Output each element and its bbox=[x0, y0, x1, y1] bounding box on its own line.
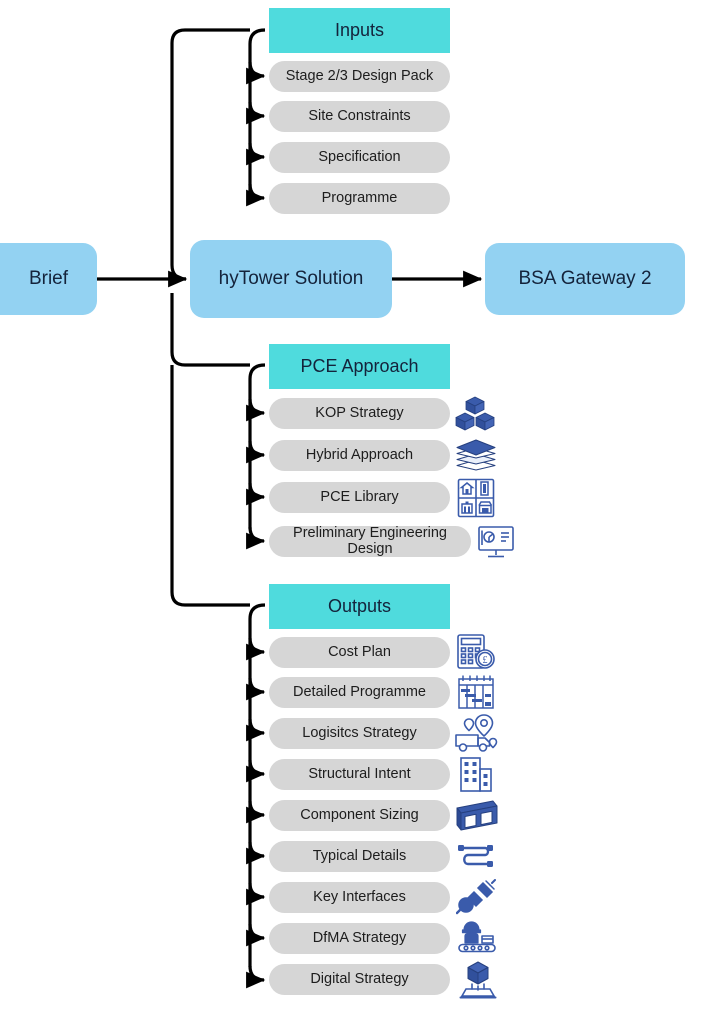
wire-inputs-item-2 bbox=[246, 142, 266, 166]
item-stage-2-3-design-pack[interactable]: Stage 2/3 Design Pack bbox=[269, 61, 450, 92]
wire-pce-item-3 bbox=[246, 526, 266, 550]
item-detailed-programme[interactable]: Detailed Programme bbox=[269, 677, 450, 708]
item-label: PCE Library bbox=[320, 488, 399, 505]
wire-pce-item-1 bbox=[246, 440, 266, 464]
item-kop-strategy[interactable]: KOP Strategy bbox=[269, 398, 450, 429]
node-brief[interactable]: Brief bbox=[0, 243, 97, 315]
item-label: Structural Intent bbox=[308, 765, 411, 782]
item-cost-plan[interactable]: Cost Plan bbox=[269, 637, 450, 668]
item-label: Typical Details bbox=[312, 847, 407, 864]
cable-connector-icon bbox=[456, 842, 498, 872]
wire-inputs-item-1 bbox=[246, 101, 266, 125]
wire-pce-spine bbox=[248, 363, 266, 529]
item-digital-strategy[interactable]: Digital Strategy bbox=[269, 964, 450, 995]
wire-outputs-item-3 bbox=[246, 759, 266, 783]
item-label: Digital Strategy bbox=[310, 970, 409, 987]
svg-text:£: £ bbox=[483, 655, 488, 666]
item-label: Stage 2/3 Design Pack bbox=[285, 67, 434, 84]
wire-outputs-item-6 bbox=[246, 882, 266, 906]
panel-3d-icon bbox=[455, 798, 499, 834]
wire-trunk-top bbox=[170, 28, 186, 265]
wire-outputs-item-5 bbox=[246, 841, 266, 865]
worker-conveyor-icon bbox=[456, 919, 498, 957]
item-label: DfMA Strategy bbox=[312, 929, 407, 946]
group-header-inputs[interactable]: Inputs bbox=[269, 8, 450, 53]
item-dfma-strategy[interactable]: DfMA Strategy bbox=[269, 923, 450, 954]
item-hybrid-approach[interactable]: Hybrid Approach bbox=[269, 440, 450, 471]
group-header-outputs[interactable]: Outputs bbox=[269, 584, 450, 629]
wire-outputs-item-7 bbox=[246, 923, 266, 947]
group-header-pce-approach[interactable]: PCE Approach bbox=[269, 344, 450, 389]
item-programme[interactable]: Programme bbox=[269, 183, 450, 214]
wire-inputs-item-3 bbox=[246, 183, 266, 207]
item-typical-details[interactable]: Typical Details bbox=[269, 841, 450, 872]
item-label: Component Sizing bbox=[300, 806, 419, 823]
item-label: KOP Strategy bbox=[315, 404, 404, 421]
wire-inputs-spine bbox=[248, 28, 266, 195]
wire-trunk-bottom bbox=[170, 365, 186, 607]
delivery-truck-pin-icon bbox=[454, 713, 498, 753]
wire-pce-item-2 bbox=[246, 482, 266, 506]
item-structural-intent[interactable]: Structural Intent bbox=[269, 759, 450, 790]
group-header-pce-approach-label: PCE Approach bbox=[300, 355, 419, 376]
item-label: Cost Plan bbox=[328, 643, 391, 660]
item-logisitcs-strategy[interactable]: Logisitcs Strategy bbox=[269, 718, 450, 749]
item-specification[interactable]: Specification bbox=[269, 142, 450, 173]
item-label: Programme bbox=[321, 189, 398, 206]
item-label: Logisitcs Strategy bbox=[302, 724, 417, 741]
stacked-boxes-icon bbox=[455, 395, 495, 433]
layered-stack-icon bbox=[455, 438, 497, 472]
wire-outputs-item-1 bbox=[246, 677, 266, 701]
gantt-calendar-icon bbox=[456, 673, 496, 711]
wire-pce-item-0 bbox=[246, 398, 266, 422]
item-label: Hybrid Approach bbox=[305, 446, 414, 463]
wire-outputs-item-4 bbox=[246, 800, 266, 824]
node-hytower-solution-label: hyTower Solution bbox=[218, 267, 364, 289]
item-label: Detailed Programme bbox=[293, 683, 426, 700]
calculator-pound-icon: £ bbox=[455, 632, 497, 672]
cube-laptop-icon bbox=[459, 960, 497, 1000]
wire-outputs-item-0 bbox=[246, 637, 266, 661]
item-label: Preliminary Engineering Design bbox=[293, 524, 447, 557]
wire-outputs-spine bbox=[248, 603, 266, 967]
group-header-inputs-label: Inputs bbox=[334, 19, 385, 40]
wire-outputs-item-2 bbox=[246, 718, 266, 742]
group-header-outputs-label: Outputs bbox=[327, 595, 392, 616]
item-site-constraints[interactable]: Site Constraints bbox=[269, 101, 450, 132]
wire-trunk-join-hytower bbox=[170, 264, 187, 281]
item-label: Site Constraints bbox=[308, 107, 411, 124]
node-bsa-gateway-2[interactable]: BSA Gateway 2 bbox=[485, 243, 685, 315]
node-bsa-gateway-2-label: BSA Gateway 2 bbox=[518, 267, 652, 289]
item-preliminary-engineering-design[interactable]: Preliminary Engineering Design bbox=[269, 524, 471, 557]
node-hytower-solution[interactable]: hyTower Solution bbox=[190, 240, 392, 318]
cad-monitor-icon bbox=[477, 524, 515, 560]
buildings-icon bbox=[458, 755, 494, 793]
building-library-grid-icon bbox=[457, 478, 495, 518]
item-label: Key Interfaces bbox=[313, 888, 406, 905]
node-brief-label: Brief bbox=[28, 267, 69, 289]
item-key-interfaces[interactable]: Key Interfaces bbox=[269, 882, 450, 913]
wire-inputs-item-0 bbox=[246, 61, 266, 85]
wire-outputs-item-8 bbox=[246, 965, 266, 989]
item-component-sizing[interactable]: Component Sizing bbox=[269, 800, 450, 831]
item-label: Specification bbox=[318, 148, 401, 165]
wire-trunk-mid bbox=[170, 293, 186, 367]
plugs-icon bbox=[456, 879, 496, 917]
item-pce-library[interactable]: PCE Library bbox=[269, 482, 450, 513]
